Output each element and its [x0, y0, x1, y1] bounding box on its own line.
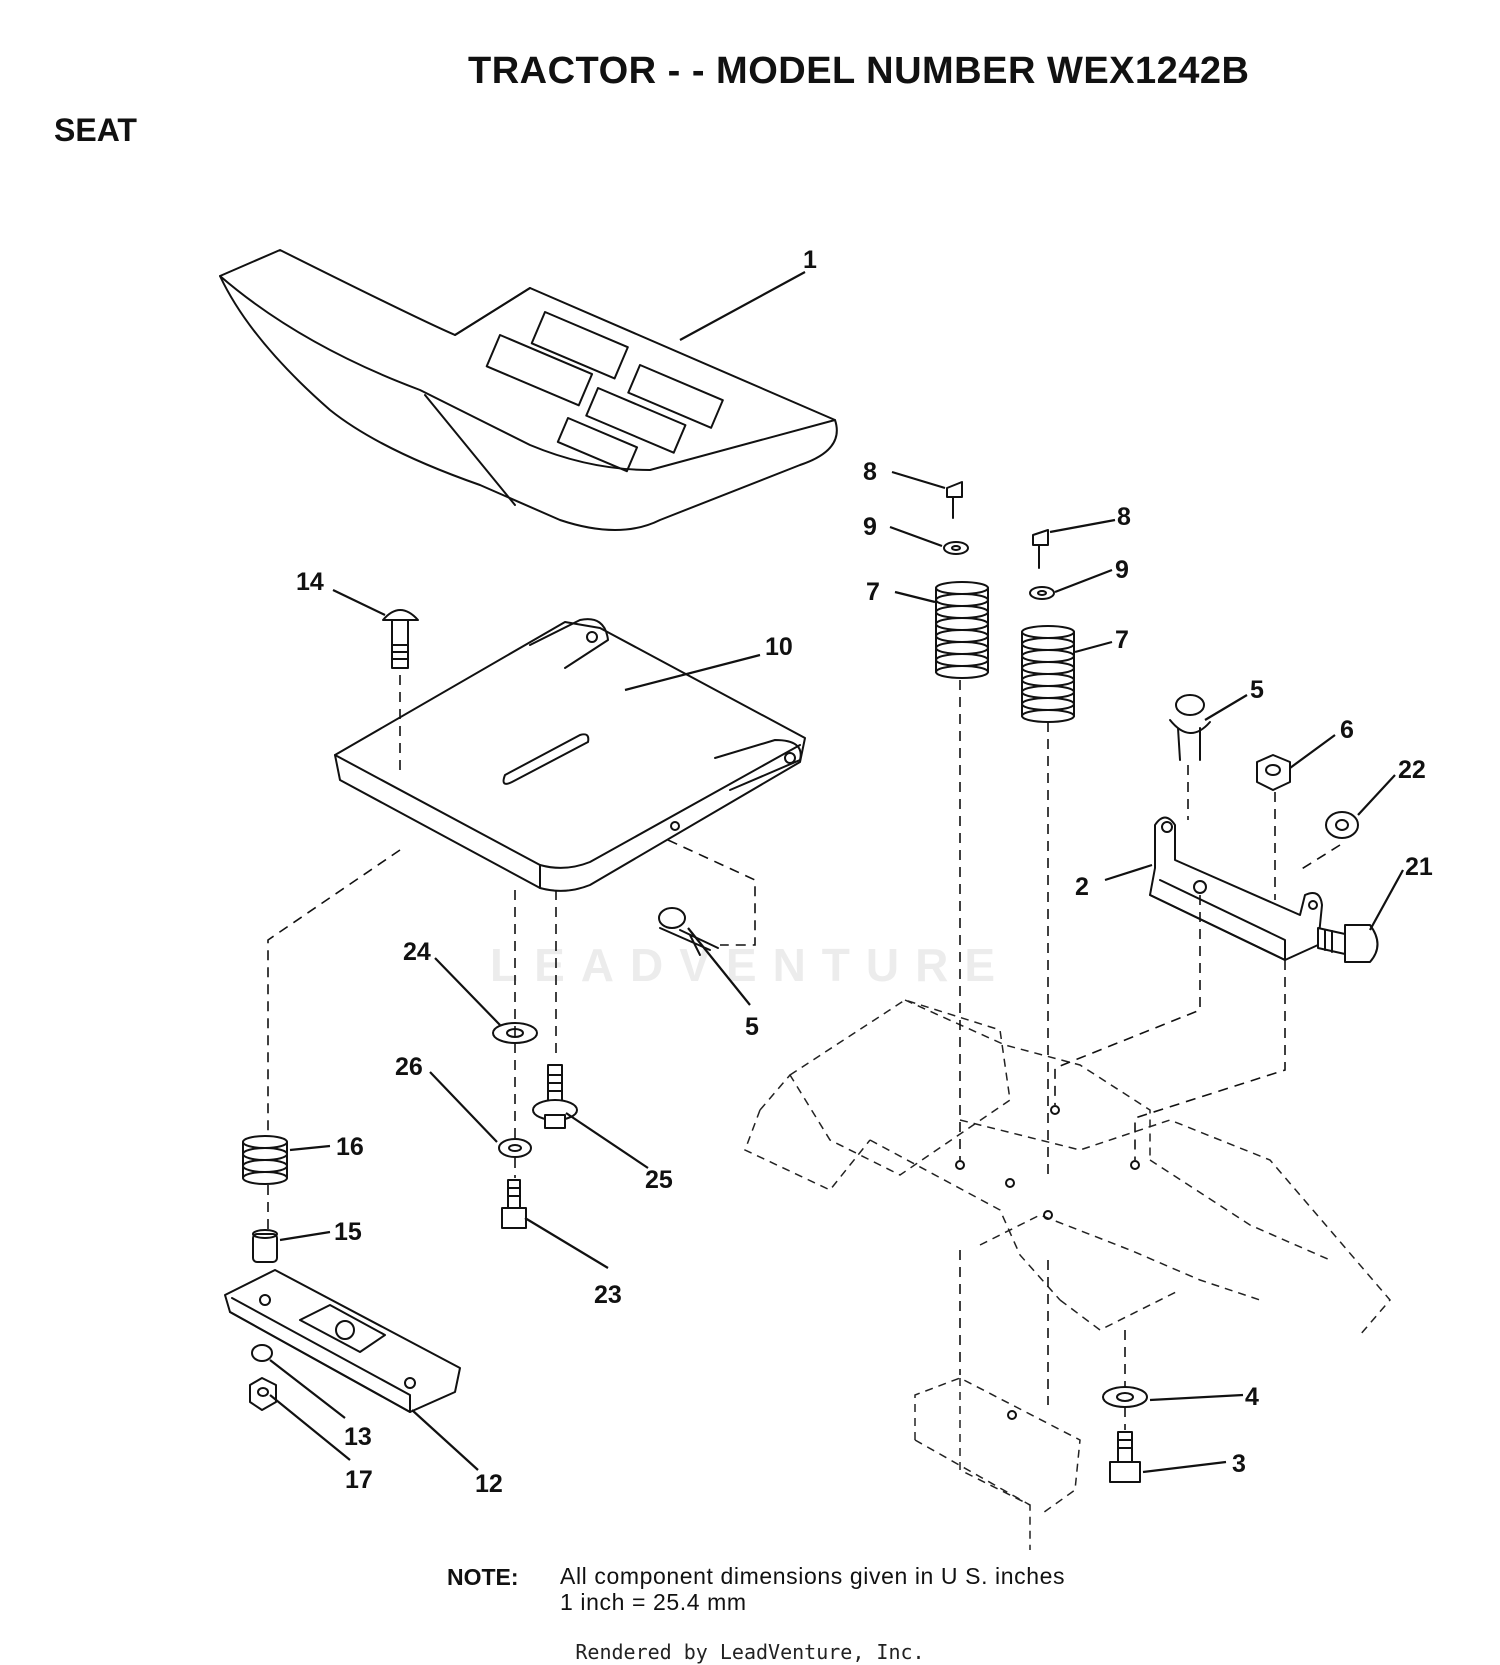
callout-12: 12 [475, 1470, 503, 1498]
flange-nut [1325, 811, 1359, 839]
callout-3: 3 [1232, 1450, 1246, 1478]
footer-credit: Rendered by LeadVenture, Inc. [575, 1640, 925, 1664]
watermark: LEADVENTURE [490, 939, 1012, 991]
callout-10: 10 [765, 633, 793, 661]
callout-24: 24 [403, 938, 431, 966]
callout-5a: 5 [1250, 676, 1264, 704]
callout-16: 16 [336, 1133, 364, 1161]
lock-nut [251, 1344, 273, 1362]
callout-22: 22 [1398, 756, 1426, 784]
callout-15: 15 [334, 1218, 362, 1246]
callout-6: 6 [1340, 716, 1354, 744]
callout-7b: 7 [1115, 626, 1129, 654]
hairpin-clip-lower [658, 907, 719, 956]
page-title: TRACTOR - - MODEL NUMBER WEX1242B [468, 50, 1250, 92]
assembly-lines [267, 675, 1341, 1430]
seat-pan [334, 618, 806, 892]
center-hardware [492, 1022, 578, 1229]
callout-1: 1 [803, 246, 817, 274]
spacer [252, 1229, 278, 1263]
callout-labels: 1 14 10 8 9 7 8 9 7 5 6 22 2 21 5 24 26 … [296, 246, 1433, 1498]
section-title: SEAT [54, 112, 137, 148]
flange-lock-nut [249, 1377, 277, 1411]
spring-assembly-left [935, 481, 989, 679]
callout-2: 2 [1075, 873, 1089, 901]
callout-21: 21 [1405, 853, 1433, 881]
callout-13: 13 [344, 1423, 372, 1451]
callout-17: 17 [345, 1466, 373, 1494]
leader-lines [269, 271, 1404, 1474]
seat-cushion [219, 249, 838, 531]
shoulder-bolt [1317, 924, 1379, 963]
callout-9b: 9 [1115, 556, 1129, 584]
tractor-frame-ghost [744, 999, 1391, 1550]
callout-5b: 5 [745, 1013, 759, 1041]
callout-23: 23 [594, 1281, 622, 1309]
compression-spring-left [935, 581, 989, 679]
callout-8a: 8 [863, 458, 877, 486]
seat-bracket [1149, 816, 1323, 961]
flat-washer [1102, 1386, 1148, 1408]
callout-14: 14 [296, 568, 324, 596]
hex-nut [1256, 754, 1291, 791]
slide-plate [224, 1269, 461, 1413]
note-label: NOTE: [447, 1564, 519, 1590]
callout-25: 25 [645, 1166, 673, 1194]
carriage-bolt [382, 609, 419, 669]
note-line-2: 1 inch = 25.4 mm [560, 1589, 747, 1615]
callout-9a: 9 [863, 513, 877, 541]
callout-26: 26 [395, 1053, 423, 1081]
note-text: All component dimensions given in U S. i… [560, 1563, 1065, 1615]
hairpin-clip-upper [1169, 694, 1211, 761]
compression-spring-right [1021, 625, 1075, 723]
callout-8b: 8 [1117, 503, 1131, 531]
note-line-1: All component dimensions given in U S. i… [560, 1563, 1066, 1589]
spring-assembly-right [1021, 529, 1075, 723]
callout-4: 4 [1245, 1383, 1259, 1411]
callout-7a: 7 [866, 578, 880, 606]
bumper-spring [242, 1135, 288, 1185]
hex-bolt [1109, 1431, 1141, 1483]
